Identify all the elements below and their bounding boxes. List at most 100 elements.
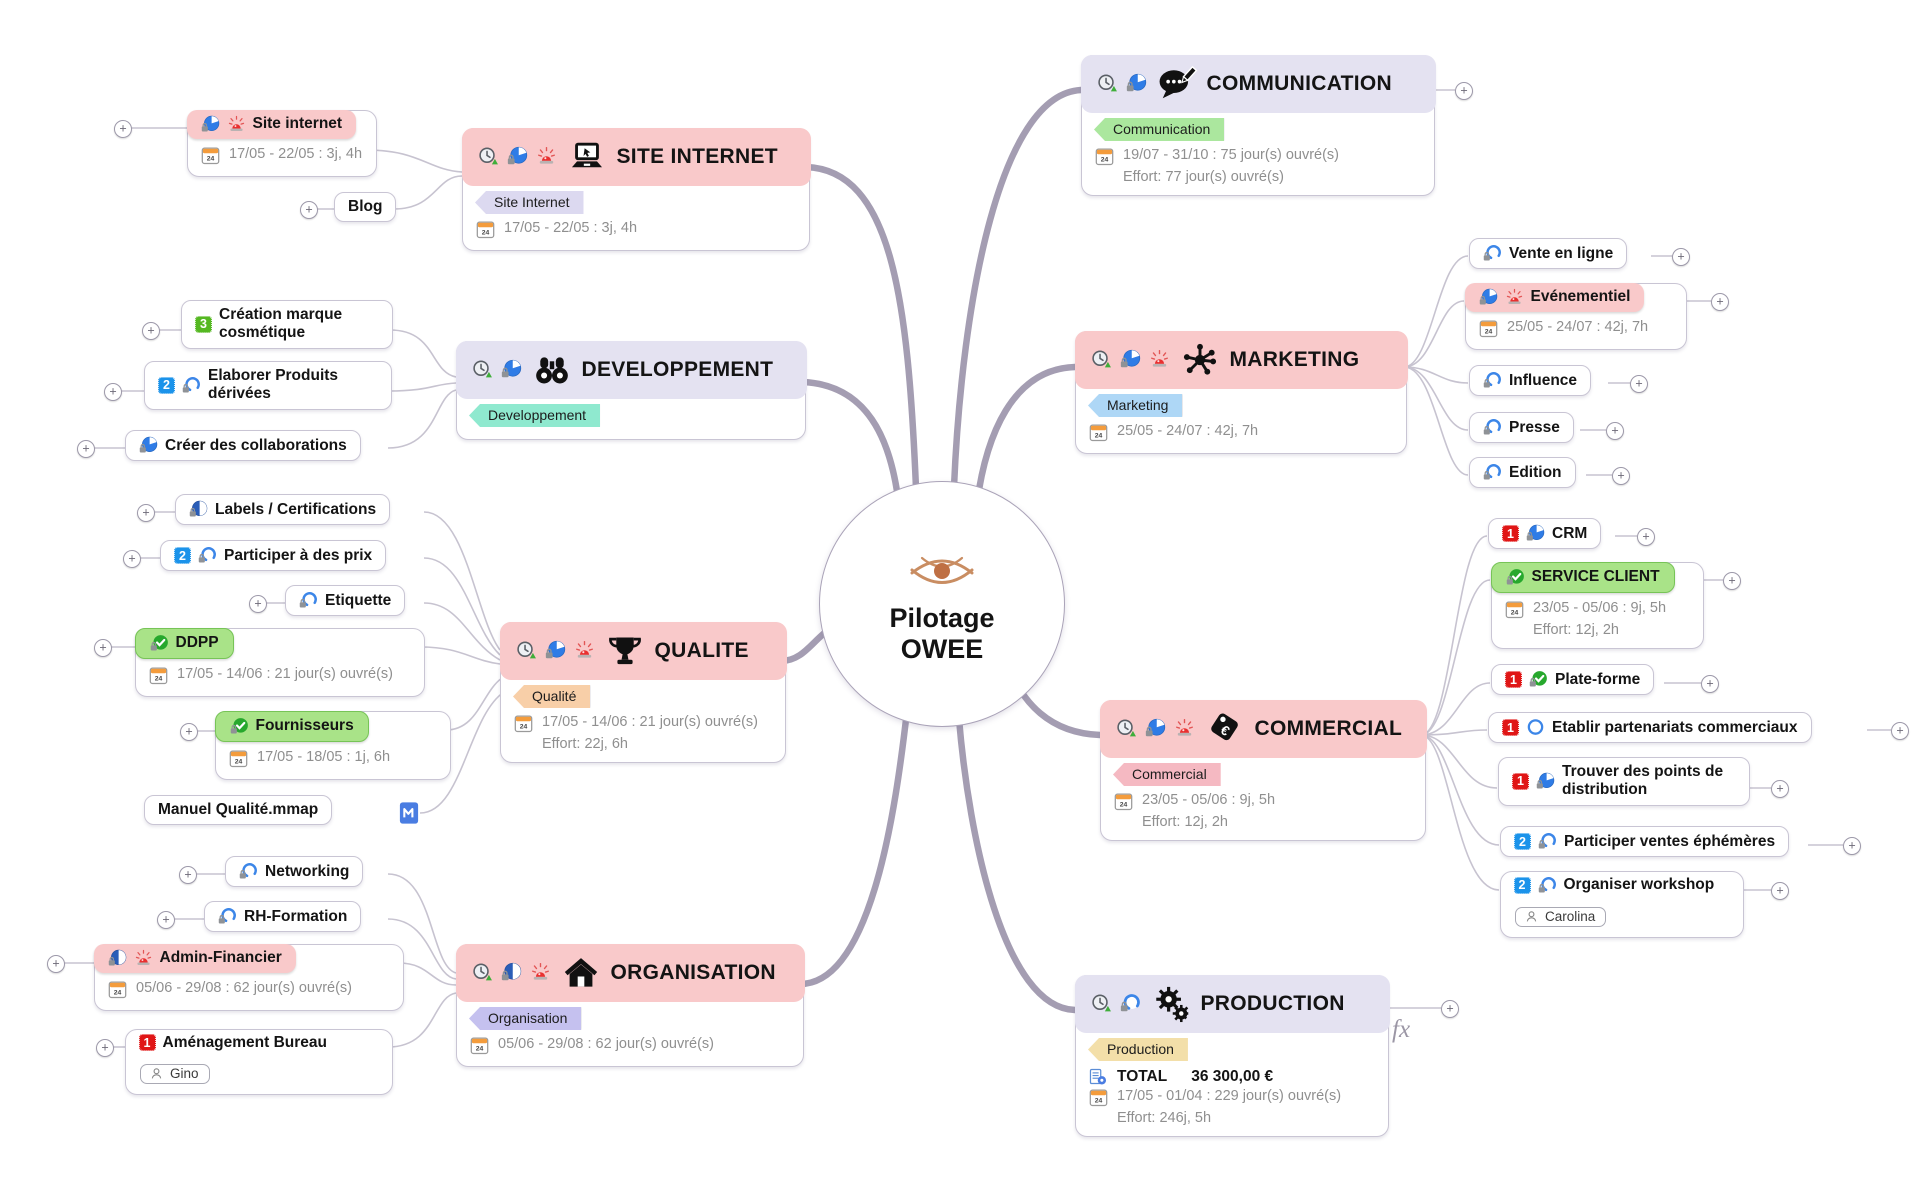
expand-button[interactable] <box>1891 722 1909 740</box>
main-topic-organisation[interactable]: ORGANISATION <box>455 943 805 1002</box>
topic-site-internet-task[interactable]: Site internet <box>186 109 357 139</box>
expand-button[interactable] <box>47 955 65 973</box>
clock-status-icon[interactable] <box>1097 73 1118 94</box>
priority-2-badge[interactable]: 2 <box>1514 833 1531 850</box>
progress-pie-lock-icon[interactable] <box>1126 73 1147 94</box>
expand-button[interactable] <box>1637 528 1655 546</box>
progress-ring-lock-icon[interactable] <box>182 376 201 395</box>
topic-networking[interactable]: Networking <box>225 856 364 887</box>
complete-check-icon[interactable] <box>150 634 169 653</box>
priority-1-badge[interactable]: 1 <box>1505 671 1522 688</box>
tag-site-internet[interactable]: Site Internet <box>475 191 584 214</box>
progress-pie-lock-icon[interactable] <box>507 146 528 167</box>
progress-half-pie-icon[interactable] <box>189 500 208 519</box>
alarm-icon[interactable] <box>134 949 153 968</box>
topic-etiquette[interactable]: Etiquette <box>285 585 406 616</box>
progress-ring-lock-icon[interactable] <box>1483 463 1502 482</box>
resource-chip[interactable]: Gino <box>140 1063 210 1084</box>
expand-button[interactable] <box>300 201 318 219</box>
clock-status-icon[interactable] <box>1116 718 1137 739</box>
progress-pie-lock-icon[interactable] <box>139 436 158 455</box>
priority-2-badge[interactable]: 2 <box>158 376 175 394</box>
main-topic-communication[interactable]: COMMUNICATION <box>1080 54 1436 113</box>
topic-organiser-workshop[interactable]: 2 Organiser workshop <box>1500 871 1729 900</box>
tag-developpement[interactable]: Developpement <box>469 404 601 427</box>
progress-half-pie-icon[interactable] <box>501 962 522 983</box>
progress-ring-lock-icon[interactable] <box>1538 876 1557 895</box>
topic-admin-financier[interactable]: Admin-Financier <box>93 943 296 973</box>
alarm-icon[interactable] <box>227 115 246 134</box>
expand-button[interactable] <box>104 383 122 401</box>
clock-status-icon[interactable] <box>478 146 499 167</box>
expand-button[interactable] <box>1455 82 1473 100</box>
map-document-icon[interactable] <box>396 800 422 826</box>
topic-influence[interactable]: Influence <box>1469 365 1592 396</box>
clock-status-icon[interactable] <box>1091 993 1112 1014</box>
tag-qualite[interactable]: Qualité <box>513 685 591 708</box>
expand-button[interactable] <box>180 723 198 741</box>
topic-crm[interactable]: 1 CRM <box>1488 518 1602 549</box>
complete-check-icon[interactable] <box>1506 568 1525 587</box>
alarm-icon[interactable] <box>1149 349 1170 370</box>
complete-check-icon[interactable] <box>230 717 249 736</box>
progress-ring-lock-icon[interactable] <box>1538 832 1557 851</box>
progress-ring-lock-icon[interactable] <box>1483 418 1502 437</box>
tag-communication[interactable]: Communication <box>1094 118 1225 141</box>
main-topic-marketing[interactable]: MARKETING <box>1074 330 1408 389</box>
expand-button[interactable] <box>1612 467 1630 485</box>
tag-organisation[interactable]: Organisation <box>469 1007 582 1030</box>
progress-pie-lock-icon[interactable] <box>1145 718 1166 739</box>
progress-pie-lock-icon[interactable] <box>1120 349 1141 370</box>
topic-fournisseurs[interactable]: Fournisseurs <box>214 710 369 742</box>
topic-amenagement-bureau[interactable]: 1 Aménagement Bureau <box>125 1029 342 1057</box>
progress-ring-lock-icon[interactable] <box>1483 244 1502 263</box>
priority-3-badge[interactable]: 3 <box>195 315 212 333</box>
topic-participer-ventes-ephemeres[interactable]: 2 Participer ventes éphémères <box>1500 826 1790 857</box>
topic-creer-des-collaborations[interactable]: Créer des collaborations <box>125 430 361 461</box>
topic-evenementiel[interactable]: Evénementiel <box>1464 282 1645 312</box>
progress-empty-ring-icon[interactable] <box>1526 718 1545 737</box>
expand-button[interactable] <box>1672 248 1690 266</box>
expand-button[interactable] <box>1606 422 1624 440</box>
topic-manuel-qualite-mmap[interactable]: Manuel Qualité.mmap <box>144 795 333 825</box>
priority-2-badge[interactable]: 2 <box>1513 876 1531 894</box>
expand-button[interactable] <box>1723 572 1741 590</box>
alarm-icon[interactable] <box>1505 288 1524 307</box>
central-topic-pilotage-owee[interactable]: Pilotage OWEE <box>819 481 1065 727</box>
main-topic-production[interactable]: PRODUCTION <box>1074 974 1390 1033</box>
priority-1-badge[interactable]: 1 <box>1502 719 1519 736</box>
topic-edition[interactable]: Edition <box>1469 457 1576 488</box>
alarm-icon[interactable] <box>574 640 595 661</box>
expand-button[interactable] <box>77 440 95 458</box>
clock-status-icon[interactable] <box>472 359 493 380</box>
expand-button[interactable] <box>1701 675 1719 693</box>
progress-pie-lock-icon[interactable] <box>1536 772 1555 791</box>
progress-pie-lock-icon[interactable] <box>545 640 566 661</box>
topic-rh-formation[interactable]: RH-Formation <box>204 901 362 932</box>
alarm-icon[interactable] <box>1174 718 1195 739</box>
expand-button[interactable] <box>1711 293 1729 311</box>
main-topic-site-internet[interactable]: SITE INTERNET <box>461 127 811 186</box>
expand-button[interactable] <box>249 595 267 613</box>
priority-1-badge[interactable]: 1 <box>1512 772 1529 790</box>
progress-pie-lock-icon[interactable] <box>501 359 522 380</box>
topic-creation-marque-cosmetique[interactable]: 3 Création marque cosmétique <box>181 300 393 349</box>
complete-check-icon[interactable] <box>1529 670 1548 689</box>
tag-production[interactable]: Production <box>1088 1038 1188 1061</box>
expand-button[interactable] <box>1843 837 1861 855</box>
topic-etablir-partenariats-commerciaux[interactable]: 1 Etablir partenariats commerciaux <box>1488 712 1812 743</box>
expand-button[interactable] <box>96 1039 114 1057</box>
topic-participer-a-des-prix[interactable]: 2 Participer à des prix <box>160 540 387 571</box>
expand-button[interactable] <box>137 504 155 522</box>
topic-plate-forme[interactable]: 1 Plate-forme <box>1491 664 1655 695</box>
progress-ring-lock-icon[interactable] <box>1483 371 1502 390</box>
alarm-icon[interactable] <box>536 146 557 167</box>
priority-2-badge[interactable]: 2 <box>174 547 191 564</box>
expand-button[interactable] <box>1630 375 1648 393</box>
main-topic-commercial[interactable]: € COMMERCIAL <box>1099 699 1427 758</box>
progress-ring-lock-icon[interactable] <box>1120 993 1141 1014</box>
expand-button[interactable] <box>1771 780 1789 798</box>
expand-button[interactable] <box>123 550 141 568</box>
progress-pie-lock-icon[interactable] <box>1526 524 1545 543</box>
topic-service-client[interactable]: SERVICE CLIENT <box>1490 561 1675 593</box>
